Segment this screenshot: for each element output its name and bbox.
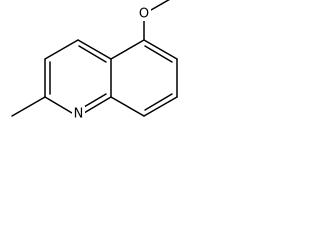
bond-c8-c8a [110, 96, 145, 117]
bond-c7-c8 [143, 96, 178, 117]
bond-c3-c4 [44, 39, 79, 60]
nitrogen-label-mask [72, 106, 85, 120]
oxygen-label-mask [137, 6, 151, 21]
structure-canvas: N O [0, 0, 182, 152]
bond-c4a-c5 [110, 39, 145, 60]
bond-c8a-n1 [83, 96, 112, 114]
bond-c5-c6 [143, 39, 178, 60]
bond-c7-c8-double-inner [144, 93, 173, 111]
bond-c4-c4a [77, 39, 112, 60]
bond-c4-c4a-double-inner [78, 45, 107, 63]
bond-o-methyl [150, 0, 171, 11]
bond-c5-c6-double-inner [144, 45, 173, 63]
bond-n1-c2 [44, 96, 73, 114]
bond-c2-methyl [11, 96, 46, 117]
bond-c8a-n1-double-inner [83, 93, 107, 108]
nitrogen-atom-label: N [74, 107, 84, 122]
oxygen-atom-label: O [139, 7, 149, 22]
molecule-diagram: N O [11, 0, 178, 122]
